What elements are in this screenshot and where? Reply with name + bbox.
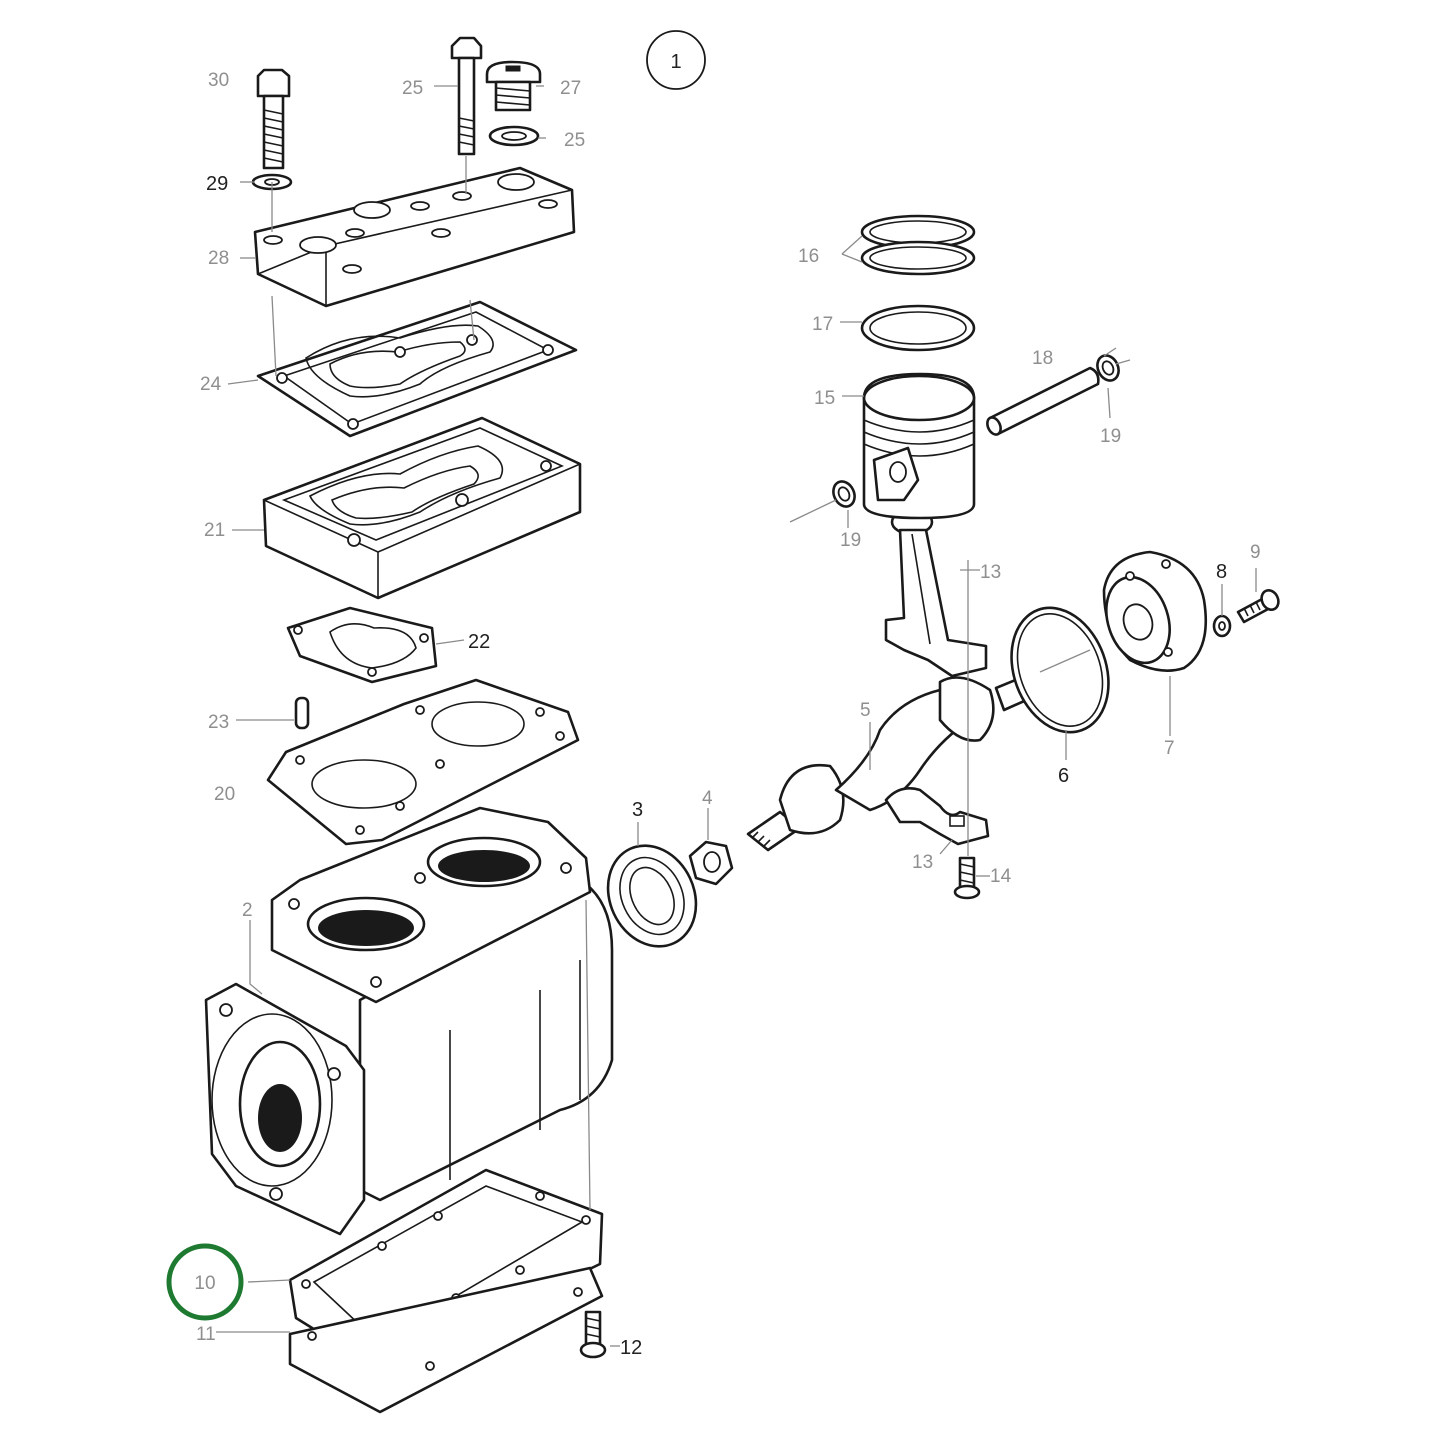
label-8: 8 — [1216, 561, 1227, 583]
leader-lines — [216, 85, 1257, 1347]
label-14: 14 — [990, 866, 1012, 887]
label-9: 9 — [1250, 542, 1261, 563]
part-7-bearing-cover[interactable] — [1096, 550, 1208, 672]
label-15: 15 — [814, 388, 835, 409]
part-28-head-cover[interactable] — [253, 166, 576, 308]
part-13-rod-cap[interactable] — [884, 787, 990, 846]
part-8-washer[interactable] — [1212, 614, 1232, 638]
part-2-crankcase[interactable] — [204, 806, 614, 1236]
label-4: 4 — [702, 788, 713, 809]
label-27: 27 — [560, 78, 581, 99]
label-13-cap: 13 — [912, 852, 933, 873]
label-25-bolt: 25 — [402, 78, 423, 99]
part-18-piston-pin[interactable] — [985, 366, 1100, 437]
label-18: 18 — [1032, 348, 1053, 369]
sheet-number-badge: 1 — [646, 30, 706, 90]
part-4-nut[interactable] — [688, 840, 734, 886]
label-22: 22 — [468, 631, 490, 653]
label-10: 10 — [194, 1273, 215, 1294]
part-5-crankshaft[interactable] — [746, 665, 1055, 852]
label-6: 6 — [1058, 765, 1069, 787]
label-2: 2 — [242, 900, 253, 921]
part-27-plug[interactable] — [485, 60, 542, 112]
part-23-dowel-pin[interactable] — [294, 696, 310, 730]
label-29: 29 — [206, 173, 228, 195]
label-5: 5 — [860, 700, 871, 721]
part-13-connecting-rod[interactable] — [884, 508, 988, 678]
part-19-circlip-a[interactable] — [1093, 352, 1122, 384]
label-13-rod: 13 — [980, 562, 1001, 583]
part-24-gasket[interactable] — [256, 300, 578, 438]
label-19-left: 19 — [840, 530, 861, 551]
label-17: 17 — [812, 314, 833, 335]
part-20-plate-gasket[interactable] — [266, 678, 580, 846]
label-19-right: 19 — [1100, 426, 1121, 447]
part-16-piston-rings[interactable] — [860, 214, 976, 276]
part-25-bolt[interactable] — [450, 36, 483, 156]
label-21: 21 — [204, 520, 225, 541]
part-15-piston[interactable] — [862, 372, 976, 520]
part-12-screw[interactable] — [579, 1310, 607, 1359]
highlight-circle — [166, 1243, 244, 1321]
sheet-number: 1 — [670, 51, 681, 73]
part-21-cylinder-head[interactable] — [262, 416, 582, 600]
label-20: 20 — [214, 784, 235, 805]
label-24: 24 — [200, 374, 222, 395]
part-14-screw[interactable] — [953, 856, 981, 900]
label-30: 30 — [208, 70, 229, 91]
part-9-screw[interactable] — [1236, 588, 1281, 624]
part-11-bottom-cover[interactable] — [288, 1266, 604, 1414]
label-25-washer: 25 — [564, 130, 585, 151]
part-25-washer[interactable] — [488, 125, 540, 147]
label-23: 23 — [208, 712, 229, 733]
label-28: 28 — [208, 248, 229, 269]
part-17-oil-ring[interactable] — [860, 304, 976, 352]
part-30-bolt[interactable] — [256, 68, 291, 170]
label-3: 3 — [632, 799, 643, 821]
part-6-o-ring[interactable] — [995, 594, 1125, 746]
label-11: 11 — [196, 1324, 216, 1345]
label-16: 16 — [798, 246, 819, 267]
part-22-gasket[interactable] — [286, 606, 438, 684]
label-12: 12 — [620, 1337, 642, 1359]
label-7: 7 — [1164, 738, 1175, 759]
part-3-bearing[interactable] — [592, 831, 712, 961]
part-19-circlip-b[interactable] — [829, 478, 858, 510]
part-labels: 30 29 28 24 21 22 23 20 2 25 27 25 16 17… — [196, 70, 1261, 1359]
highlight-part-10[interactable]: 10 — [166, 1243, 244, 1321]
